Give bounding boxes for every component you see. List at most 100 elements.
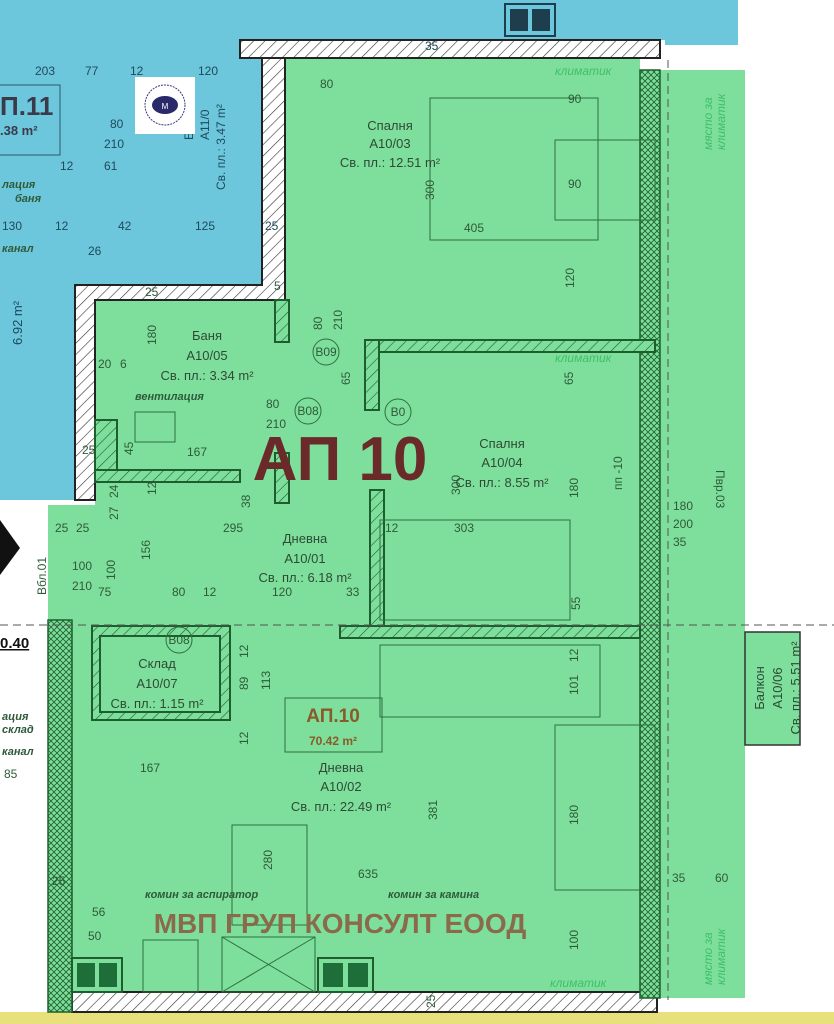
apartment-tag-box <box>284 697 383 753</box>
wall <box>94 419 118 471</box>
note-ac: климатик <box>555 351 613 365</box>
svg-text:А10/05: А10/05 <box>186 348 227 363</box>
chimney-fireplace <box>317 957 374 993</box>
storage-wall <box>91 625 231 721</box>
svg-text:B0: B0 <box>391 405 406 419</box>
note-ac: климатик <box>550 976 608 990</box>
wall <box>71 991 658 1013</box>
svg-text:12: 12 <box>567 648 581 662</box>
svg-text:80: 80 <box>320 77 334 91</box>
note-channel-store: канал <box>2 746 34 758</box>
svg-text:климатик: климатик <box>714 927 728 985</box>
svg-text:167: 167 <box>140 761 160 775</box>
window-tag: Пвр.03 <box>713 470 727 509</box>
watermark: МВП ГРУП КОНСУЛТ ЕООД <box>154 908 527 939</box>
svg-text:65: 65 <box>339 371 353 385</box>
note-ventilation: вентилация <box>135 391 204 403</box>
svg-text:210: 210 <box>104 137 124 151</box>
svg-text:12: 12 <box>237 644 251 658</box>
svg-text:А10/04: А10/04 <box>481 455 522 470</box>
svg-text:Спалня: Спалня <box>479 436 524 451</box>
svg-text:12: 12 <box>55 219 69 233</box>
toilet <box>134 411 176 443</box>
balcony-outline <box>744 631 801 746</box>
svg-text:12: 12 <box>385 521 399 535</box>
wall <box>47 619 73 1013</box>
svg-text:300: 300 <box>449 475 463 495</box>
chimney-hood <box>71 957 123 993</box>
svg-text:12: 12 <box>237 731 251 745</box>
facade-insulation <box>639 69 661 999</box>
room-bedroom-a10-03: Спалня А10/03 Св. пл.: 12.51 m² <box>340 118 441 170</box>
svg-text:61: 61 <box>104 159 118 173</box>
svg-text:100: 100 <box>567 930 581 950</box>
apartment-tag: АП.10 <box>306 706 360 727</box>
svg-text:180: 180 <box>567 805 581 825</box>
svg-text:25: 25 <box>145 285 159 299</box>
company-logo: M <box>135 77 195 134</box>
wall <box>339 625 641 639</box>
dining-table <box>231 824 308 926</box>
svg-text:M: M <box>162 102 169 111</box>
dimension-labels: 203 77 12 120 80 210 12 61 130 12 42 125… <box>2 39 729 1008</box>
svg-text:А10/06: А10/06 <box>770 667 785 708</box>
svg-text:280: 280 <box>261 850 275 870</box>
svg-text:210: 210 <box>72 579 92 593</box>
svg-text:635: 635 <box>358 867 378 881</box>
svg-text:295: 295 <box>223 521 243 535</box>
room-bedroom-a10-04: Спалня А10/04 Св. пл.: 8.55 m² <box>455 436 549 490</box>
svg-text:80: 80 <box>311 316 325 330</box>
svg-text:35: 35 <box>425 39 439 53</box>
svg-text:303: 303 <box>454 521 474 535</box>
svg-text:А10/02: А10/02 <box>320 779 361 794</box>
svg-text:6: 6 <box>120 357 127 371</box>
svg-text:пп -10: пп -10 <box>611 456 625 490</box>
svg-text:100: 100 <box>104 560 118 580</box>
svg-text:Балкон: Балкон <box>752 666 767 710</box>
svg-text:25: 25 <box>82 443 96 457</box>
door-tag-b08-store: B08 <box>165 626 193 654</box>
svg-text:113: 113 <box>259 671 273 690</box>
svg-text:12: 12 <box>130 64 144 78</box>
neighbor-tag-box <box>0 84 61 156</box>
svg-text:167: 167 <box>187 445 207 459</box>
svg-text:27: 27 <box>107 506 121 520</box>
svg-text:Склад: Склад <box>138 656 176 671</box>
bottom-neighbor-strip <box>0 1012 834 1024</box>
svg-text:75: 75 <box>98 585 112 599</box>
note-ventilation-bath: лация <box>1 179 36 191</box>
svg-text:Св. пл.: 6.18 m²: Св. пл.: 6.18 m² <box>258 570 352 585</box>
svg-text:130: 130 <box>2 219 22 233</box>
level-label: 0.40 <box>0 635 29 652</box>
svg-text:120: 120 <box>563 268 577 288</box>
svg-text:12: 12 <box>145 481 159 495</box>
svg-text:203: 203 <box>35 64 55 78</box>
svg-text:25: 25 <box>424 994 438 1008</box>
wall <box>274 452 290 504</box>
svg-text:80: 80 <box>110 117 124 131</box>
svg-text:101: 101 <box>567 675 581 695</box>
svg-text:А10/03: А10/03 <box>369 136 410 151</box>
svg-text:А11/0: А11/0 <box>198 109 212 140</box>
svg-text:24: 24 <box>107 484 121 498</box>
wall <box>74 39 286 501</box>
wall <box>94 469 241 483</box>
svg-text:65: 65 <box>562 371 576 385</box>
svg-text:Св. пл.: 5.51 m²: Св. пл.: 5.51 m² <box>788 641 803 735</box>
svg-text:38: 38 <box>239 494 253 508</box>
svg-text:180: 180 <box>567 478 581 498</box>
tv-unit <box>554 724 656 891</box>
neighbor-tag: П.11 <box>0 91 53 121</box>
svg-text:381: 381 <box>426 800 440 820</box>
svg-text:20: 20 <box>98 357 112 371</box>
wardrobe <box>554 139 656 221</box>
svg-text:60: 60 <box>715 871 729 885</box>
svg-text:Дневна: Дневна <box>283 531 328 546</box>
svg-text:26: 26 <box>88 244 102 258</box>
door-tag-b08: B08 <box>294 397 322 425</box>
svg-text:12: 12 <box>60 159 74 173</box>
svg-text:55: 55 <box>569 596 583 610</box>
svg-text:А10/01: А10/01 <box>284 551 325 566</box>
sofa <box>379 644 601 718</box>
